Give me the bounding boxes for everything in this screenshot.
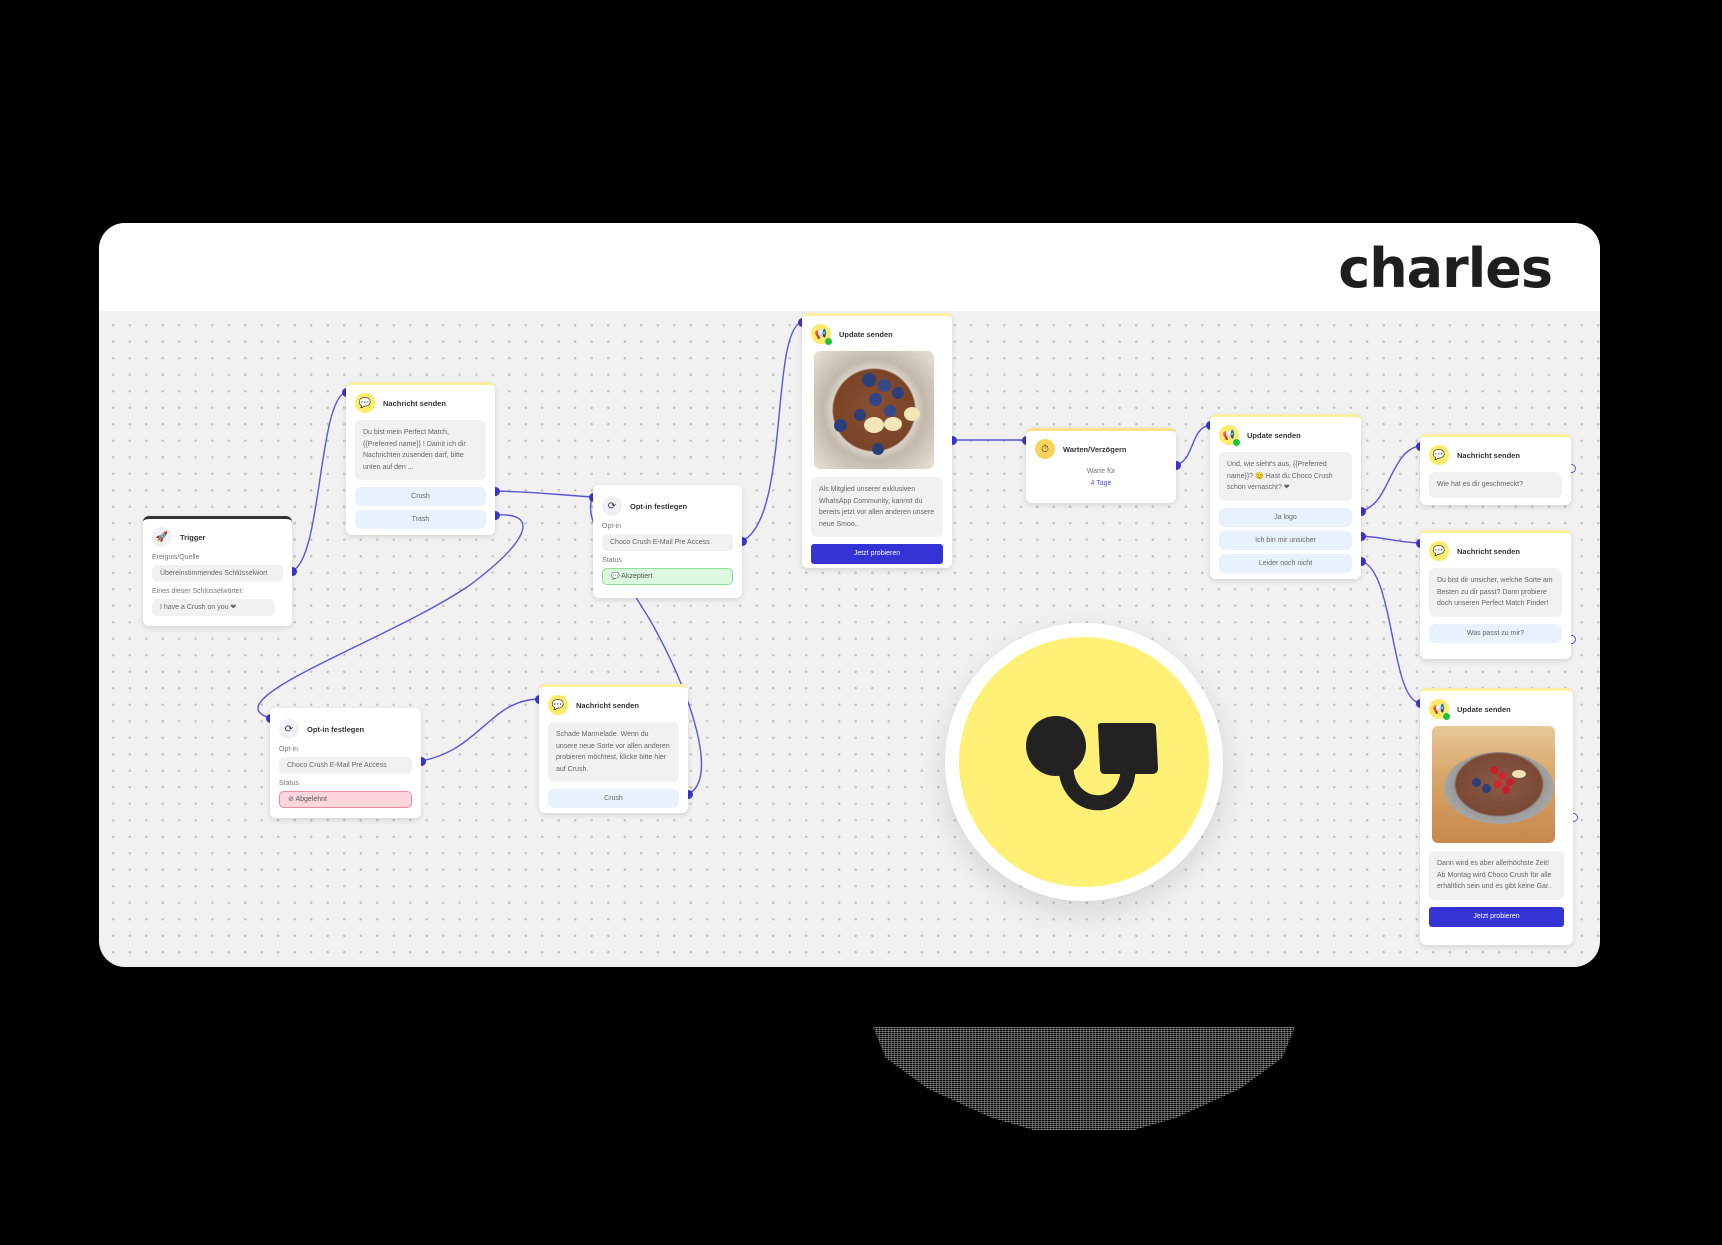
wait-duration[interactable]: 4 Tage [1090, 480, 1112, 487]
node-wait[interactable]: ⏱ Warten/Verzögern Warte für 4 Tage [1026, 428, 1176, 503]
decorative-shadow [873, 1027, 1295, 1130]
chat-bubble-icon: 💬 [1429, 541, 1449, 561]
message-text: Du bist mein Perfect Match, {{Preferred … [355, 420, 486, 480]
port-wait-out[interactable] [1172, 461, 1181, 470]
optin-label: Opt-in [279, 746, 299, 753]
node-title: Trigger [180, 532, 206, 542]
node-update-1[interactable]: 📢 Update senden Als Mitglied unserer exk… [802, 313, 952, 568]
port-update2-out-2[interactable] [1357, 532, 1366, 541]
node-title: Warten/Verzögern [1063, 444, 1127, 454]
optin-field[interactable]: Choco Crush E-Mail Pre Access [279, 757, 412, 774]
cta-button[interactable]: Jetzt probieren [1429, 906, 1564, 927]
port-optin2-out[interactable] [417, 757, 426, 766]
optin-label: Opt-in [602, 523, 622, 530]
quick-reply-yes[interactable]: Ja logo [1219, 507, 1352, 527]
quick-reply-unsure[interactable]: Ich bin mir unsicher [1219, 530, 1352, 550]
food-image [1432, 726, 1555, 843]
node-update-r3[interactable]: 📢 Update senden Dann wird es aber allerh… [1420, 688, 1573, 945]
update-text: Dann wird es aber allerhöchste Zeit! Ab … [1429, 851, 1564, 900]
chat-bubble-icon: 💬 [1429, 445, 1449, 465]
node-title: Nachricht senden [576, 700, 639, 710]
node-message-2[interactable]: 💬 Nachricht senden Schade Marmelade. Wen… [539, 684, 688, 813]
status-value: Akzeptiert [621, 573, 653, 580]
node-title: Update senden [839, 329, 893, 339]
online-dot [1443, 713, 1450, 720]
node-title: Update senden [1247, 430, 1301, 440]
quick-reply-not-yet[interactable]: Leider noch nicht [1219, 553, 1352, 573]
logo-yellow-circle [959, 637, 1209, 887]
port-trigger-out[interactable] [288, 567, 297, 576]
update-text: Und, wie sieht's aus, {{Preferred name}}… [1219, 452, 1352, 501]
port-update2-out-1[interactable] [1357, 507, 1366, 516]
megaphone-icon: 📢 [811, 324, 832, 345]
megaphone-icon: 📢 [1219, 425, 1240, 446]
node-message-1[interactable]: 💬 Nachricht senden Du bist mein Perfect … [346, 382, 495, 535]
port-update2-out-3[interactable] [1357, 557, 1366, 566]
node-optin-2[interactable]: ⟳ Opt-in festlegen Opt-in Choco Crush E-… [270, 708, 421, 818]
node-message-r2[interactable]: 💬 Nachricht senden Du bist dir unsicher,… [1420, 530, 1571, 659]
message-text: Du bist dir unsicher, welche Sorte am Be… [1429, 568, 1562, 617]
quick-reply-trash[interactable]: Trash [355, 510, 486, 529]
node-optin-1[interactable]: ⟳ Opt-in festlegen Opt-in Choco Crush E-… [593, 485, 742, 598]
chat-bubble-icon: 💬 [548, 695, 568, 715]
node-message-r1[interactable]: 💬 Nachricht senden Wie hat es dir geschm… [1420, 434, 1571, 505]
update-text: Als Mitglied unserer exklusiven WhatsApp… [811, 477, 943, 537]
port-message1-trash-out[interactable] [491, 511, 500, 520]
node-trigger[interactable]: 🚀 Trigger Ereignis/Quelle Übereinstimmen… [143, 516, 292, 626]
optin-field[interactable]: Choco Crush E-Mail Pre Access [602, 534, 733, 551]
cta-button[interactable]: Jetzt probieren [811, 544, 943, 564]
message-text: Wie hat es dir geschmeckt? [1429, 472, 1562, 498]
node-update-2[interactable]: 📢 Update senden Und, wie sieht's aus, {{… [1210, 414, 1361, 579]
status-accepted[interactable]: 💬 Akzeptiert [602, 568, 733, 585]
quick-reply-crush[interactable]: Crush [548, 789, 679, 808]
status-rejected[interactable]: ⊘ Abgelehnt [279, 791, 412, 808]
card-header: charles [99, 223, 1600, 311]
status-label: Status [602, 557, 622, 564]
node-title: Opt-in festlegen [630, 501, 688, 511]
quick-reply-crush[interactable]: Crush [355, 487, 486, 506]
keywords-label: Eines dieser Schlüsselwörter: [152, 588, 244, 595]
timer-icon: ⏱ [1035, 439, 1055, 459]
smile-logo-icon [1026, 716, 1158, 811]
port-message2-crush-out[interactable] [684, 790, 693, 799]
megaphone-icon: 📢 [1429, 699, 1450, 720]
brand-logo: charles [1338, 237, 1553, 300]
optin-icon: ⟳ [602, 496, 622, 516]
source-field[interactable]: Übereinstimmendes Schlüsselwort [152, 565, 283, 582]
online-dot [825, 338, 832, 345]
quick-reply-match-finder[interactable]: Was passt zu mir? [1429, 623, 1562, 643]
node-title: Nachricht senden [1457, 450, 1520, 460]
message-text: Schade Marmelade. Wenn du unsere neue So… [548, 722, 679, 782]
optin-icon: ⟳ [279, 719, 299, 739]
node-title: Nachricht senden [1457, 546, 1520, 556]
source-label: Ereignis/Quelle [152, 554, 200, 561]
node-title: Nachricht senden [383, 398, 446, 408]
charles-logo-badge [945, 623, 1223, 901]
food-image [814, 351, 934, 469]
keywords-field[interactable]: I have a Crush on you ❤ [152, 599, 275, 616]
node-title: Update senden [1457, 704, 1511, 714]
port-update1-out[interactable] [948, 436, 957, 445]
rocket-icon: 🚀 [152, 527, 172, 547]
online-dot [1233, 439, 1240, 446]
wait-label: Warte für [1086, 468, 1116, 475]
status-value: Abgelehnt [295, 796, 327, 803]
port-message1-crush-out[interactable] [491, 487, 500, 496]
node-title: Opt-in festlegen [307, 724, 365, 734]
port-optin1-out[interactable] [738, 537, 747, 546]
chat-bubble-icon: 💬 [355, 393, 375, 413]
status-label: Status [279, 780, 299, 787]
